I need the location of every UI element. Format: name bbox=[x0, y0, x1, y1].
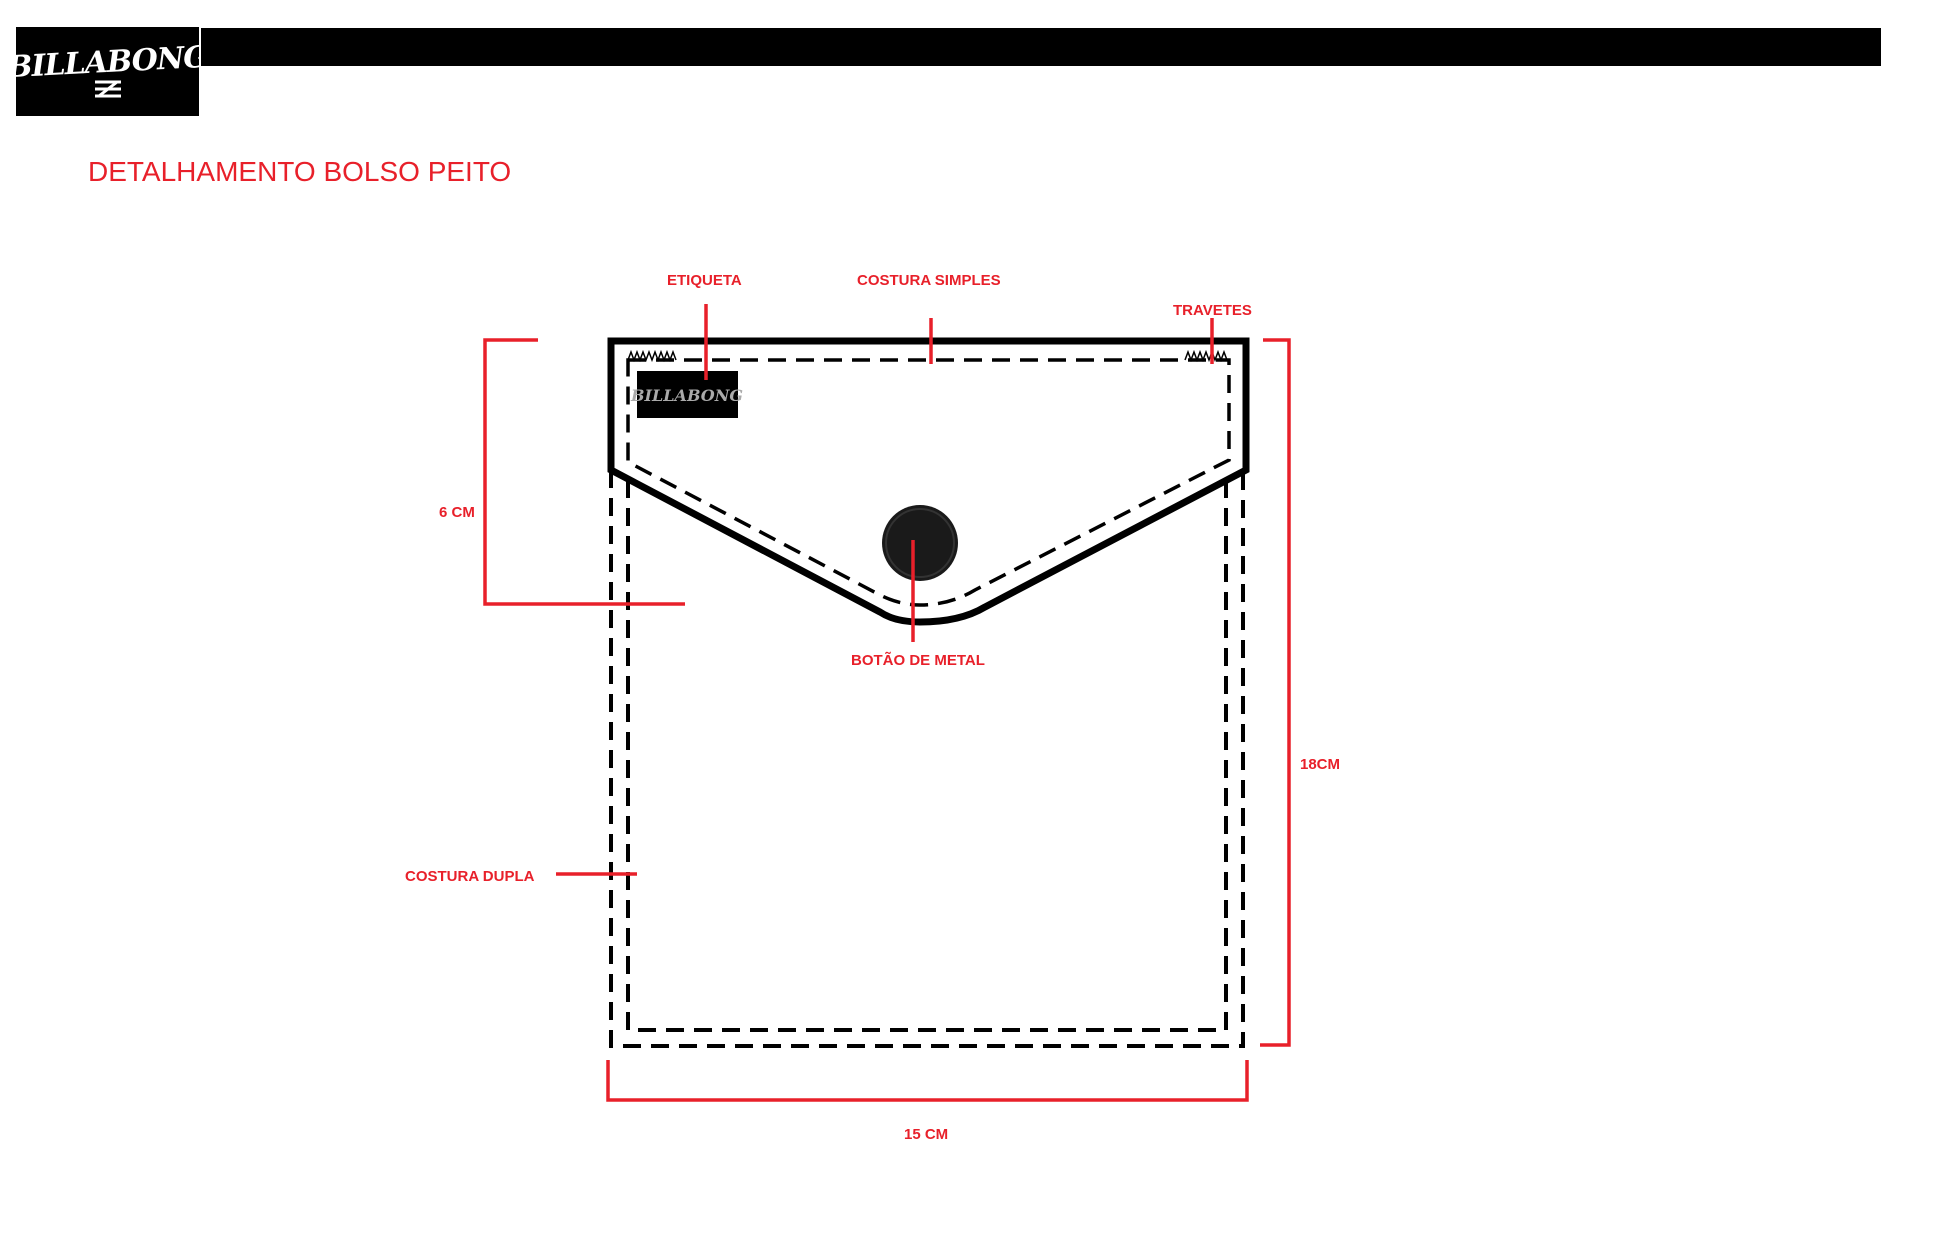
dimension-flap-height: 6 CM bbox=[439, 504, 475, 521]
bartack-left-icon bbox=[627, 349, 677, 363]
label-patch bbox=[637, 371, 738, 418]
outer-stitch bbox=[609, 470, 1245, 1048]
label-botao-metal: BOTÃO DE METAL bbox=[851, 652, 985, 669]
flap-stitch bbox=[626, 358, 1231, 607]
pocket-flap bbox=[607, 337, 1250, 626]
brand-mark-icon bbox=[94, 80, 121, 98]
dimension-pocket-width: 15 CM bbox=[904, 1126, 949, 1143]
inner-stitch bbox=[626, 480, 1228, 1032]
metal-button-icon bbox=[882, 505, 958, 581]
dimension-pocket-height: 18CM bbox=[1300, 756, 1341, 773]
page-title: DETALHAMENTO BOLSO PEITO bbox=[88, 156, 512, 187]
brand-logo: BILLABONG bbox=[6, 27, 209, 116]
label-costura-simples: COSTURA SIMPLES bbox=[857, 272, 1001, 289]
label-costura-dupla: COSTURA DUPLA bbox=[405, 868, 535, 885]
label-etiqueta: ETIQUETA bbox=[667, 272, 742, 289]
label-patch-text: BILLABONG bbox=[630, 386, 743, 405]
header-bar bbox=[201, 28, 1881, 66]
bartack-right-icon bbox=[1184, 349, 1228, 363]
label-travetes: TRAVETES bbox=[1173, 302, 1252, 319]
